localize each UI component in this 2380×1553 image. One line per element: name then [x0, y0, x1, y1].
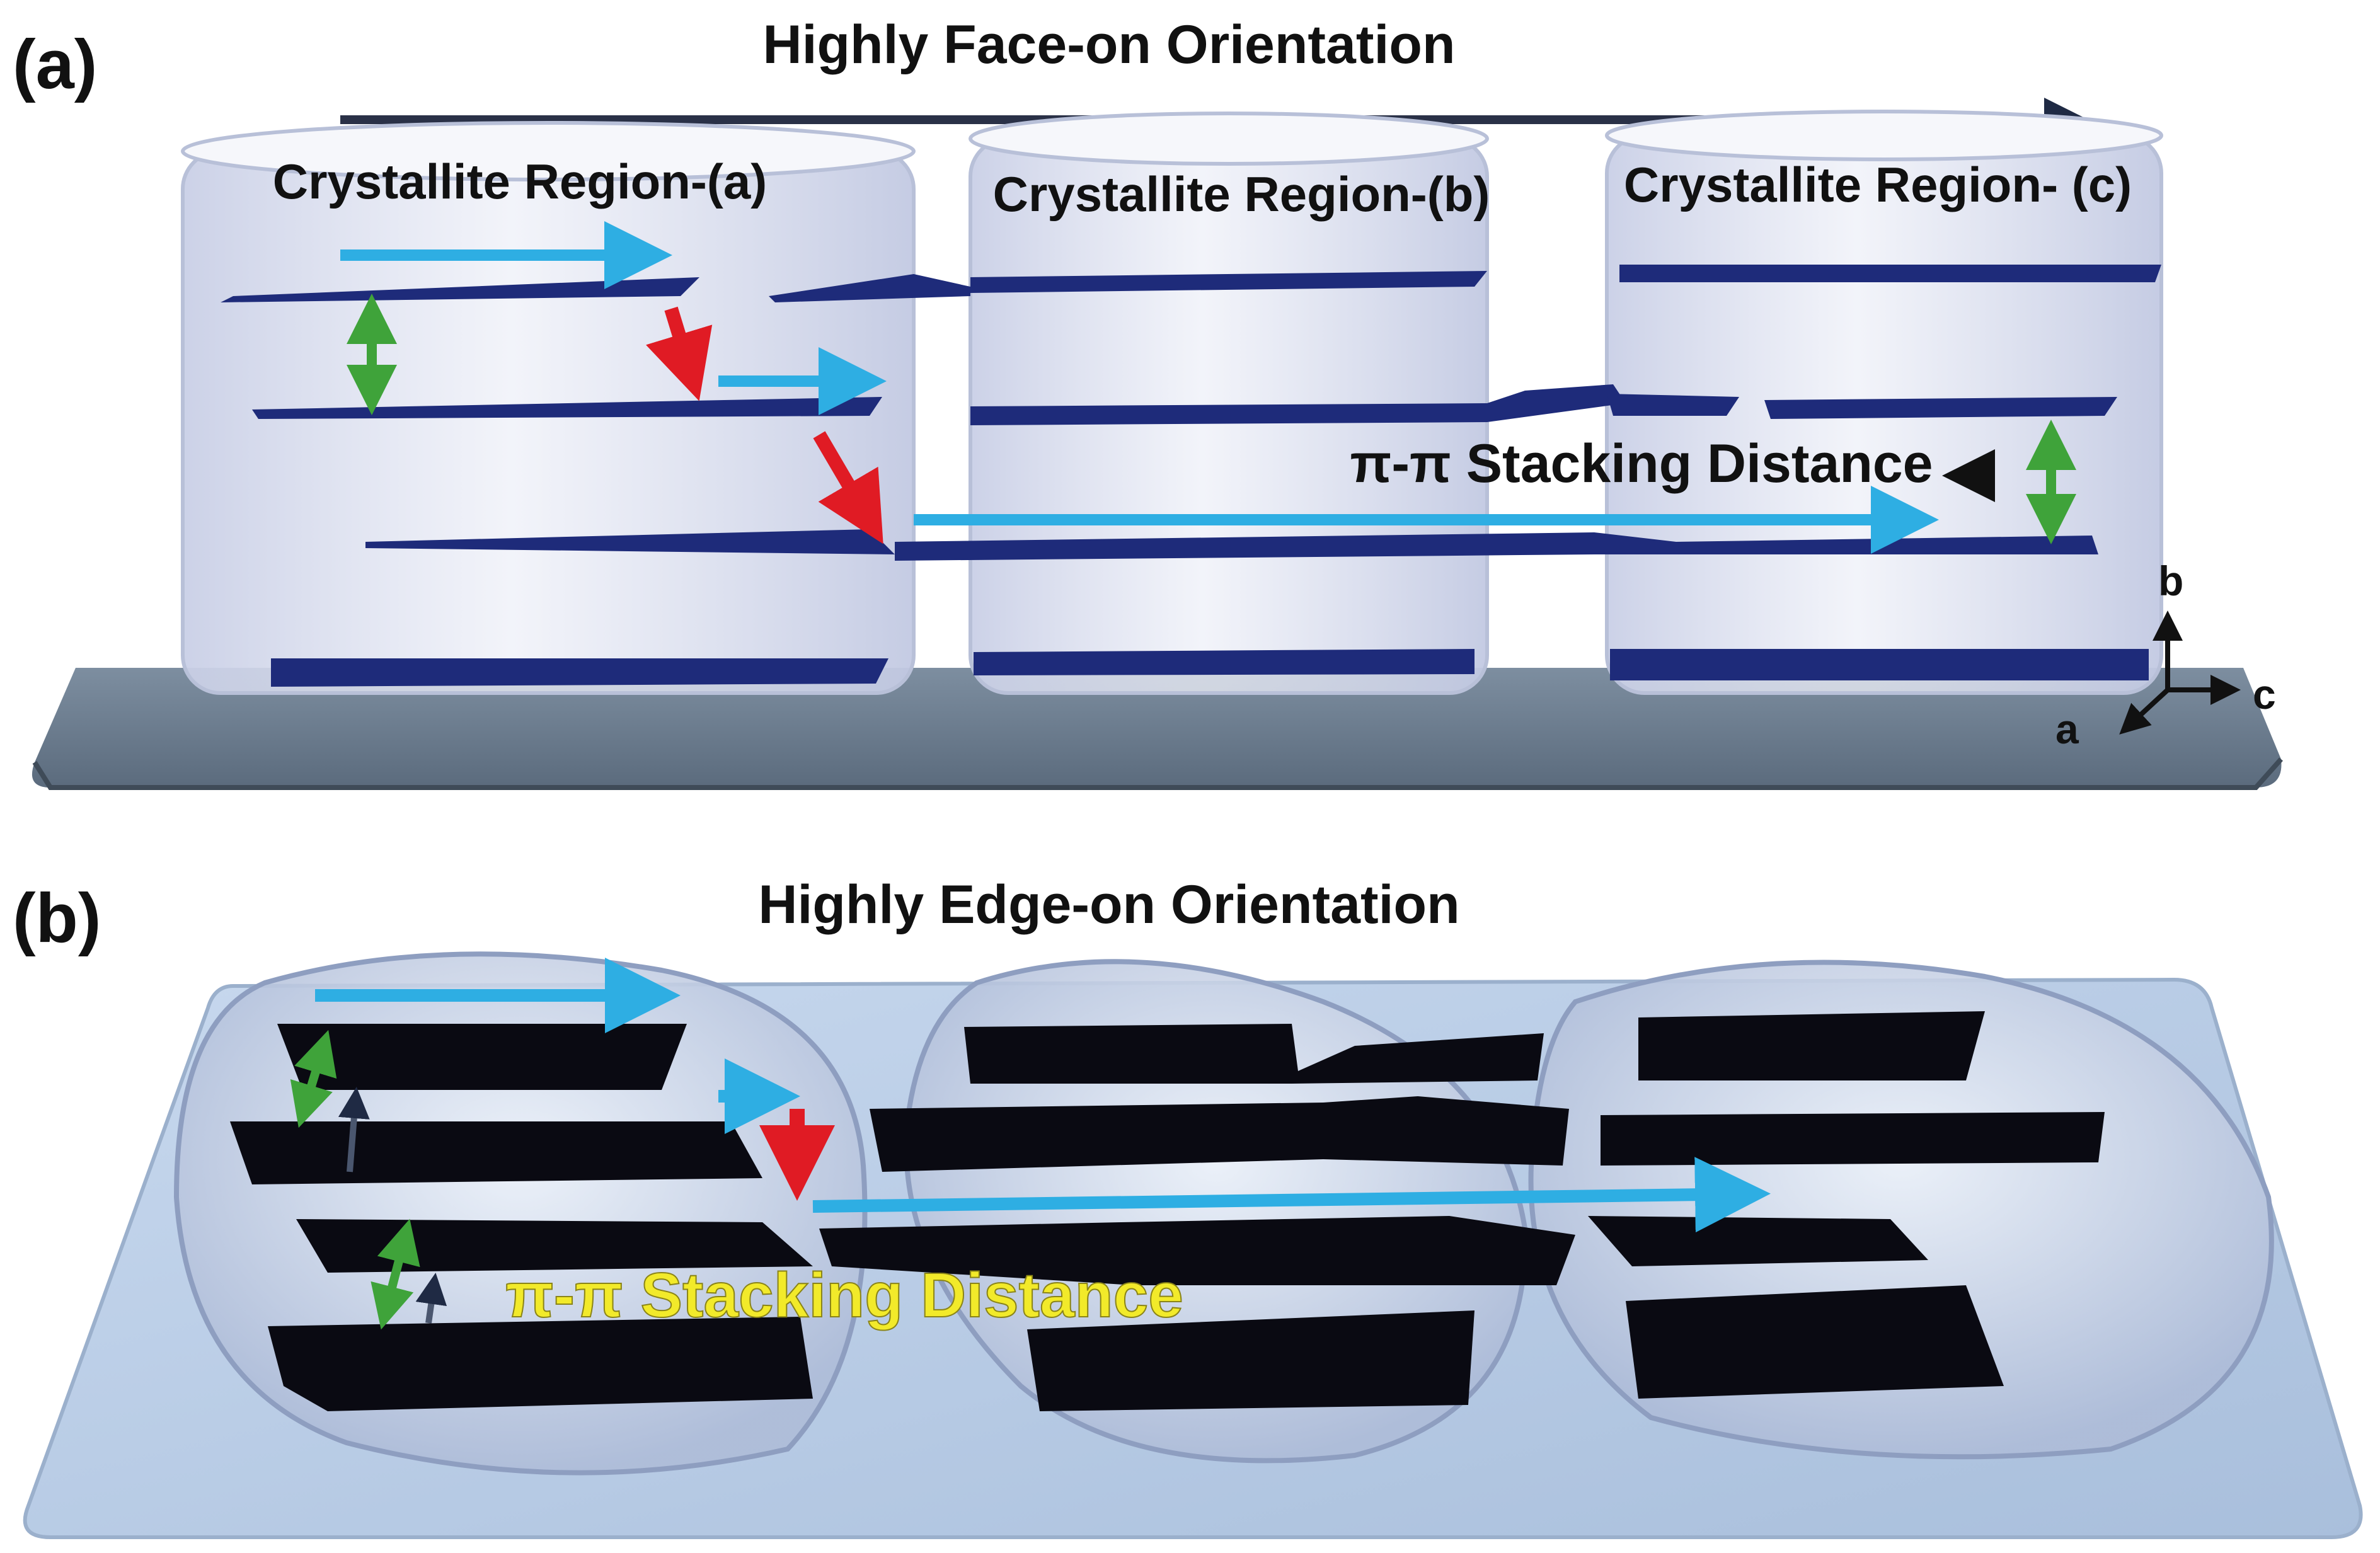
panel-a-label: (a) — [13, 26, 97, 103]
axis-triad: b c a — [2055, 558, 2276, 752]
axis-label-b: b — [2158, 558, 2183, 604]
panel-a-title: Highly Face-on Orientation — [763, 14, 1456, 75]
panel-b-label: (b) — [13, 880, 101, 957]
crystallite-cylinder-a — [181, 121, 916, 695]
region-label-a: Crystallite Region-(a) — [273, 154, 767, 209]
blue-arrow-b3 — [812, 1157, 1771, 1233]
red-arrow-a1 — [645, 306, 713, 401]
navy-arrow-b2 — [415, 1273, 447, 1324]
red-arrow-a2 — [813, 431, 883, 544]
axis-label-a: a — [2055, 706, 2079, 752]
navy-arrow-b1 — [338, 1087, 370, 1172]
lamellae-b — [230, 1011, 2105, 1411]
substrate-edge-a — [32, 757, 2283, 790]
region-label-b: Crystallite Region-(b) — [993, 166, 1490, 222]
stacking-label-a: π-π Stacking Distance — [1350, 433, 1933, 494]
lamellae-a — [221, 265, 2161, 687]
panel-b: (b) Highly Edge-on Orientation — [13, 874, 2363, 1539]
region-label-c: Crystallite Region- (c) — [1624, 157, 2132, 212]
panel-a: (a) Highly Face-on Orientation — [13, 14, 2283, 790]
green-arrow-b1 — [290, 1029, 337, 1128]
stacking-label-b: π-π Stacking Distance — [505, 1260, 1183, 1331]
axis-label-c: c — [2253, 671, 2276, 718]
green-arrow-b2 — [371, 1218, 420, 1330]
panel-b-title: Highly Edge-on Orientation — [758, 874, 1459, 935]
substrate-plate-a — [32, 668, 2282, 788]
